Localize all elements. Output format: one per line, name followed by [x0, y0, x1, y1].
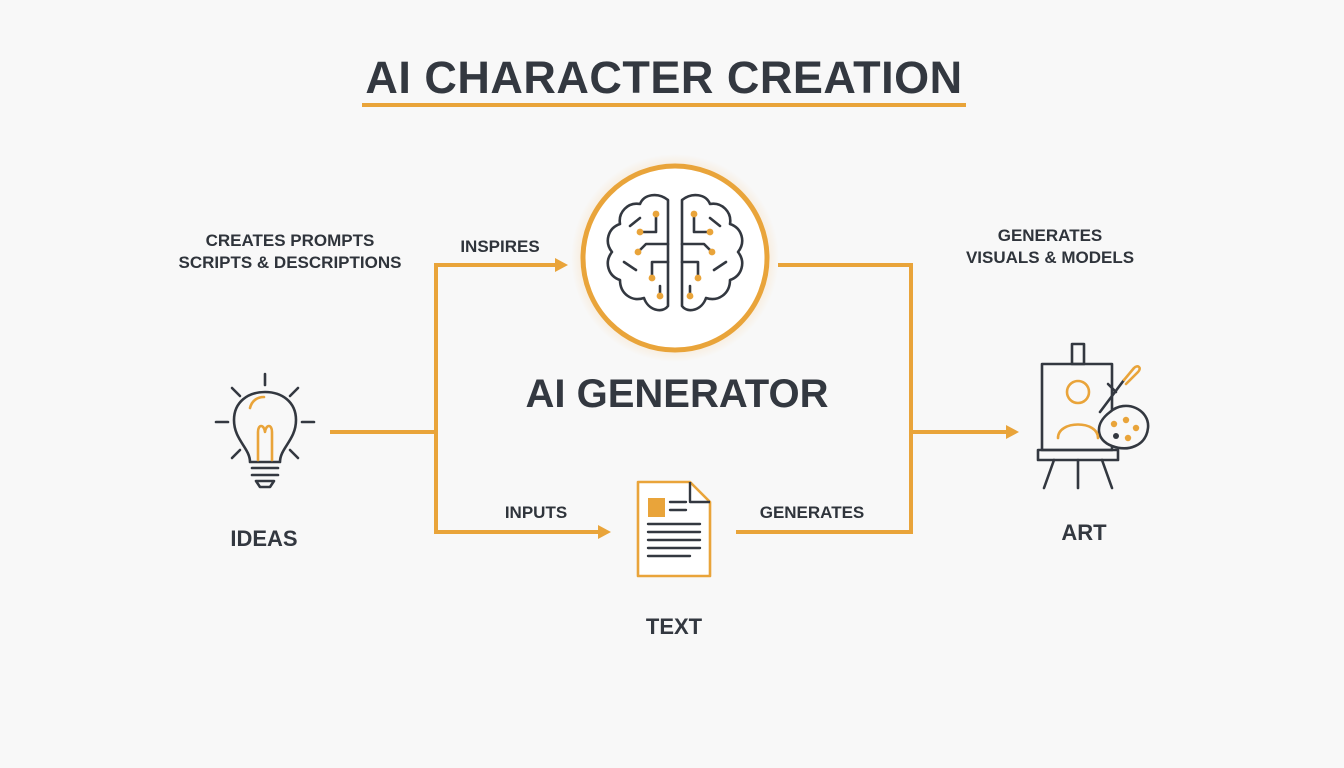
- edge-label-generates: GENERATES: [759, 503, 865, 522]
- brain-circuit-nodes: [634, 210, 716, 300]
- easel-palette-icon: [1036, 342, 1150, 490]
- document-icon: [636, 480, 712, 578]
- page-title: AI CHARACTER CREATION: [365, 52, 963, 103]
- arrowheads: [555, 258, 1019, 539]
- edge-label-visuals-line2: VISUALS & MODELS: [965, 248, 1135, 267]
- arrowhead-art: [1006, 425, 1019, 439]
- edge-label-visuals-line1: GENERATES: [997, 226, 1103, 245]
- ai-generator-node: [571, 154, 779, 362]
- connector-to-inspires: [434, 263, 560, 434]
- arrowhead-inputs: [598, 525, 611, 539]
- connectors: [330, 263, 1010, 534]
- title-underline: [362, 103, 966, 107]
- edge-label-prompts: CREATES PROMPTS SCRIPTS & DESCRIPTIONS: [160, 230, 420, 274]
- ai-generator-label: AI GENERATOR: [525, 372, 829, 416]
- brain-circuit-icon: [606, 193, 744, 312]
- ideas-label: IDEAS: [230, 526, 298, 551]
- connector-from-generator: [778, 263, 913, 434]
- text-label: TEXT: [645, 614, 703, 639]
- connector-to-inputs: [434, 430, 602, 534]
- connector-from-text: [736, 430, 913, 534]
- arrowhead-inspires: [555, 258, 568, 272]
- edge-label-inputs: INPUTS: [504, 503, 568, 522]
- edge-label-prompts-line1: CREATES PROMPTS: [205, 231, 375, 250]
- lightbulb-icon: [214, 372, 316, 489]
- edge-label-prompts-line2: SCRIPTS & DESCRIPTIONS: [178, 253, 402, 272]
- art-label: ART: [1061, 520, 1107, 545]
- edge-label-visuals: GENERATES VISUALS & MODELS: [940, 225, 1160, 269]
- edge-label-inspires: INSPIRES: [460, 237, 540, 256]
